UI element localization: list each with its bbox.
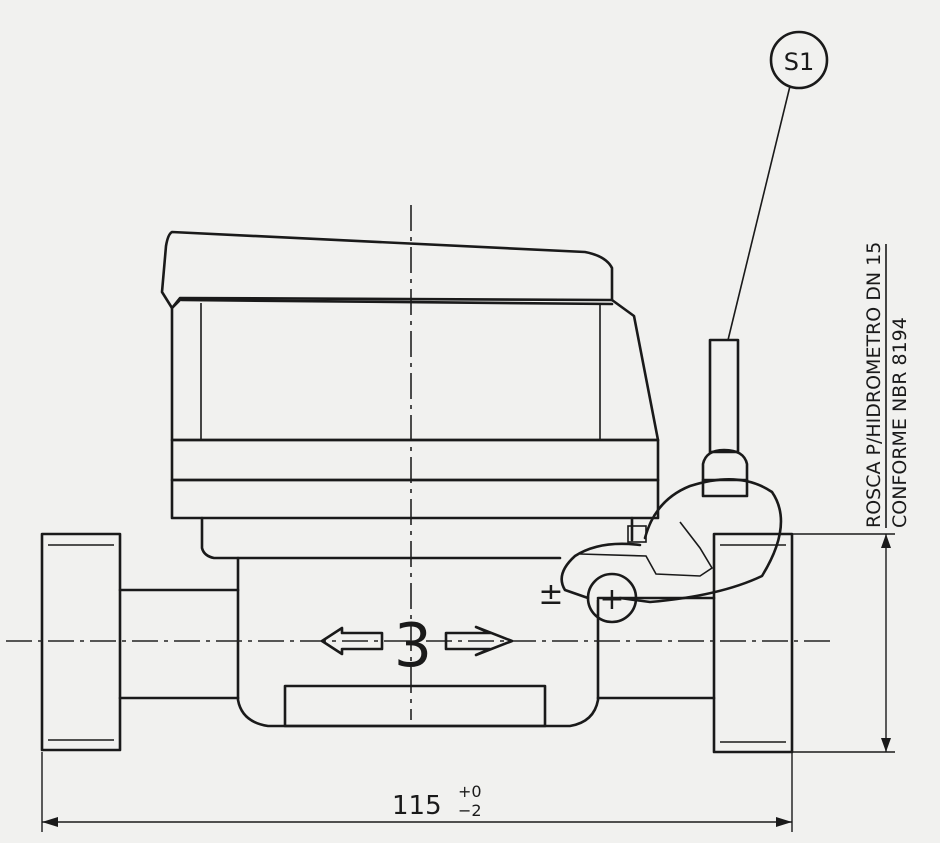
body-numeral-marking: 3 [394,611,432,681]
thread-spec-note: ROSCA P/HIDROMETRO DN 15 CONFORME NBR 81… [863,242,911,528]
bezel-lower-ring [170,478,660,520]
callout-bubble [769,30,829,90]
register-housing [160,230,660,560]
flow-direction-arrows [320,625,514,657]
length-tolerance-upper: +0 [458,782,482,801]
flow-arrow-out [320,626,384,656]
polarity-terminal [586,572,638,624]
left-thread-end [40,532,122,752]
callout-s1 [727,30,829,341]
body-nameplate-recess [283,684,547,728]
flow-arrow-in [444,625,514,657]
seal-wire-inner [579,521,714,577]
register-neck [200,516,562,560]
cover-seam [180,298,614,306]
left-connection [40,532,240,752]
thread-spec-line-2: CONFORME NBR 8194 [889,317,911,528]
height-arrow-top [881,534,891,548]
register-cover-lid [160,230,614,310]
length-arrow-left [42,817,58,827]
thread-spec-line-1: ROSCA P/HIDROMETRO DN 15 [863,242,885,528]
sensor-probe-stem [708,338,740,454]
length-dimension-value: 115 [392,791,442,821]
length-tolerance-lower: −2 [458,801,482,820]
seal-wire-tail [560,542,642,600]
terminal-symbol: + [599,582,624,617]
meter-body [236,556,600,728]
sensor-probe-head [701,448,749,498]
right-connection [596,532,794,754]
length-dimension [41,752,793,832]
seal-wire-loop [618,477,783,604]
height-dimension [792,533,895,753]
plus-minus-symbol: ± [538,577,563,612]
callout-label: S1 [784,48,815,76]
register-body [170,298,660,442]
length-arrow-right [776,817,792,827]
seal-assembly [560,338,783,624]
height-arrow-bottom [881,738,891,752]
callout-leader-line [727,85,791,341]
right-thread-end [712,532,794,754]
bezel-upper-ring [170,438,660,482]
